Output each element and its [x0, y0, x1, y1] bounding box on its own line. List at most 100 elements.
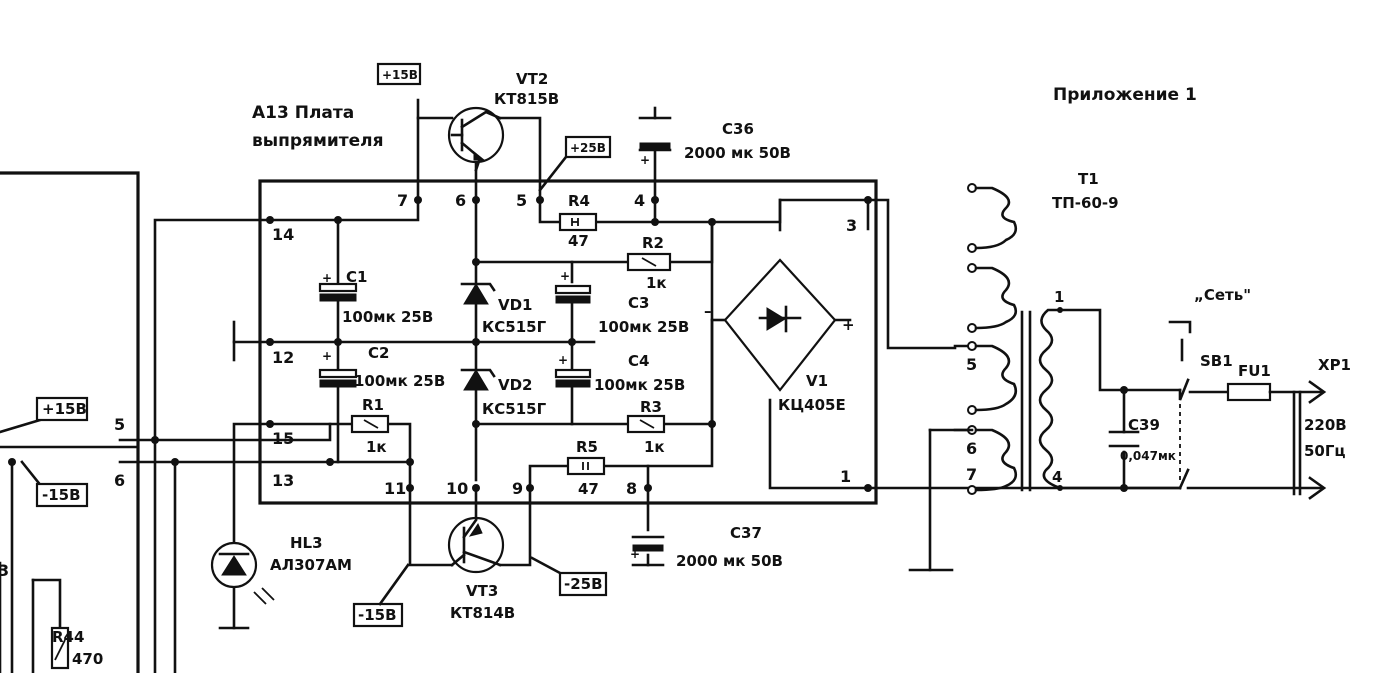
c3-ref: C3 — [628, 294, 649, 312]
m15-bottom-box — [352, 602, 404, 628]
xp1-frequency: 50Гц — [1304, 442, 1346, 460]
hl3-ref: HL3 — [290, 534, 323, 552]
v1-plus: + — [842, 316, 855, 334]
c36-value: 2000 мк 50В — [684, 144, 791, 162]
fu1-fuse — [1188, 382, 1324, 402]
c2-capacitor — [318, 368, 358, 388]
xp1-voltage: 220В — [1304, 416, 1347, 434]
v1-diode-bridge — [723, 258, 837, 392]
m15-bottom-label: -15В — [358, 606, 397, 624]
c1-plus: + — [322, 271, 332, 285]
r1-resistor — [350, 414, 390, 434]
vt2-ref: VT2 — [516, 70, 548, 88]
board-title-line2: выпрямителя — [252, 131, 384, 151]
v1-ref: V1 — [806, 372, 828, 390]
c4-value: 100мк 25В — [594, 376, 685, 394]
c39-capacitor — [1108, 430, 1140, 448]
c2-ref: C2 — [368, 344, 389, 362]
c1-ref: C1 — [346, 268, 367, 286]
stray-label: 3 — [0, 561, 9, 580]
vd1-ref: VD1 — [498, 296, 533, 314]
r4-resistor — [558, 212, 598, 232]
pin-14: 14 — [272, 225, 294, 244]
c2-plus: + — [322, 349, 332, 363]
p25-label: +25В — [570, 141, 606, 155]
fu1-ref: FU1 — [1238, 362, 1271, 380]
p15-top-box — [376, 62, 422, 86]
m15-left-leader — [20, 460, 44, 489]
t1-transformer — [967, 183, 1063, 495]
pin-12: 12 — [272, 348, 294, 367]
c4-plus: + — [558, 353, 568, 367]
m25-bottom-box — [558, 571, 608, 597]
r3-resistor — [626, 414, 666, 434]
vd2-type: КС515Г — [482, 400, 547, 418]
c36-capacitor — [638, 116, 672, 152]
vt2-transistor — [447, 106, 505, 172]
sb1-switch — [1168, 320, 1192, 490]
p15-top-label: +15В — [382, 68, 418, 82]
pin-8: 8 — [626, 479, 637, 498]
r5-ref: R5 — [576, 438, 598, 456]
sb1-ref: SB1 — [1200, 352, 1233, 370]
r2-value: 1к — [646, 274, 667, 292]
c37-plus: + — [630, 547, 640, 561]
c1-value: 100мк 25В — [342, 308, 433, 326]
left-pin-6: 6 — [114, 471, 125, 490]
p15-left-box — [35, 396, 89, 422]
sb1-label: „Сеть" — [1194, 286, 1251, 304]
p15-left-leader — [0, 418, 42, 434]
vd1-zener-diode — [460, 282, 496, 305]
c3-plus: + — [560, 269, 570, 283]
c4-ref: C4 — [628, 352, 649, 370]
vd2-zener-diode — [460, 368, 496, 391]
appendix-title: Приложение 1 — [1053, 85, 1197, 105]
c2-value: 100мк 25В — [354, 372, 445, 390]
t1-pin-5: 5 — [966, 355, 977, 374]
pin-10: 10 — [446, 479, 468, 498]
pin-6: 6 — [455, 191, 466, 210]
t1-type: ТП-60-9 — [1052, 194, 1119, 212]
t1-pin-7: 7 — [966, 465, 977, 484]
t1-pin-1: 1 — [1054, 288, 1064, 306]
vt2-type: КТ815В — [494, 90, 559, 108]
r1-ref: R1 — [362, 396, 384, 414]
c3-capacitor — [554, 284, 592, 304]
vt3-type: КТ814В — [450, 604, 515, 622]
m15-left-label: -15В — [42, 486, 81, 504]
r44-ref: R44 — [52, 628, 84, 646]
pin-4: 4 — [634, 191, 645, 210]
vt3-transistor — [447, 516, 505, 574]
m25-bottom-label: -25В — [564, 575, 603, 593]
c37-capacitor — [631, 535, 665, 567]
board-title-line1: А13 Плата — [252, 103, 354, 123]
pin-15: 15 — [272, 429, 294, 448]
r5-value: 47 — [578, 480, 599, 498]
pin-11: 11 — [384, 479, 406, 498]
r2-resistor — [626, 252, 672, 272]
vt3-ref: VT3 — [466, 582, 498, 600]
vd2-ref: VD2 — [498, 376, 533, 394]
pin-13: 13 — [272, 471, 294, 490]
c37-value: 2000 мк 50В — [676, 552, 783, 570]
r44-value: 470 — [72, 650, 103, 668]
c36-ref: C36 — [722, 120, 754, 138]
c3-value: 100мк 25В — [598, 318, 689, 336]
c4-capacitor — [554, 368, 592, 388]
c36-plus: + — [640, 153, 650, 167]
p25-box — [564, 135, 612, 159]
c1-capacitor — [318, 282, 358, 302]
c37-ref: C37 — [730, 524, 762, 542]
r3-value: 1к — [644, 438, 665, 456]
pin-7: 7 — [397, 191, 408, 210]
v1-minus: – — [704, 302, 712, 320]
xp1-ref: XP1 — [1318, 356, 1351, 374]
t1-pin-4: 4 — [1052, 468, 1062, 486]
pin-5: 5 — [516, 191, 527, 210]
vd1-type: КС515Г — [482, 318, 547, 336]
r3-ref: R3 — [640, 398, 662, 416]
t1-ref: T1 — [1078, 170, 1099, 188]
hl3-led — [210, 541, 275, 605]
c39-ref: C39 — [1128, 416, 1160, 434]
